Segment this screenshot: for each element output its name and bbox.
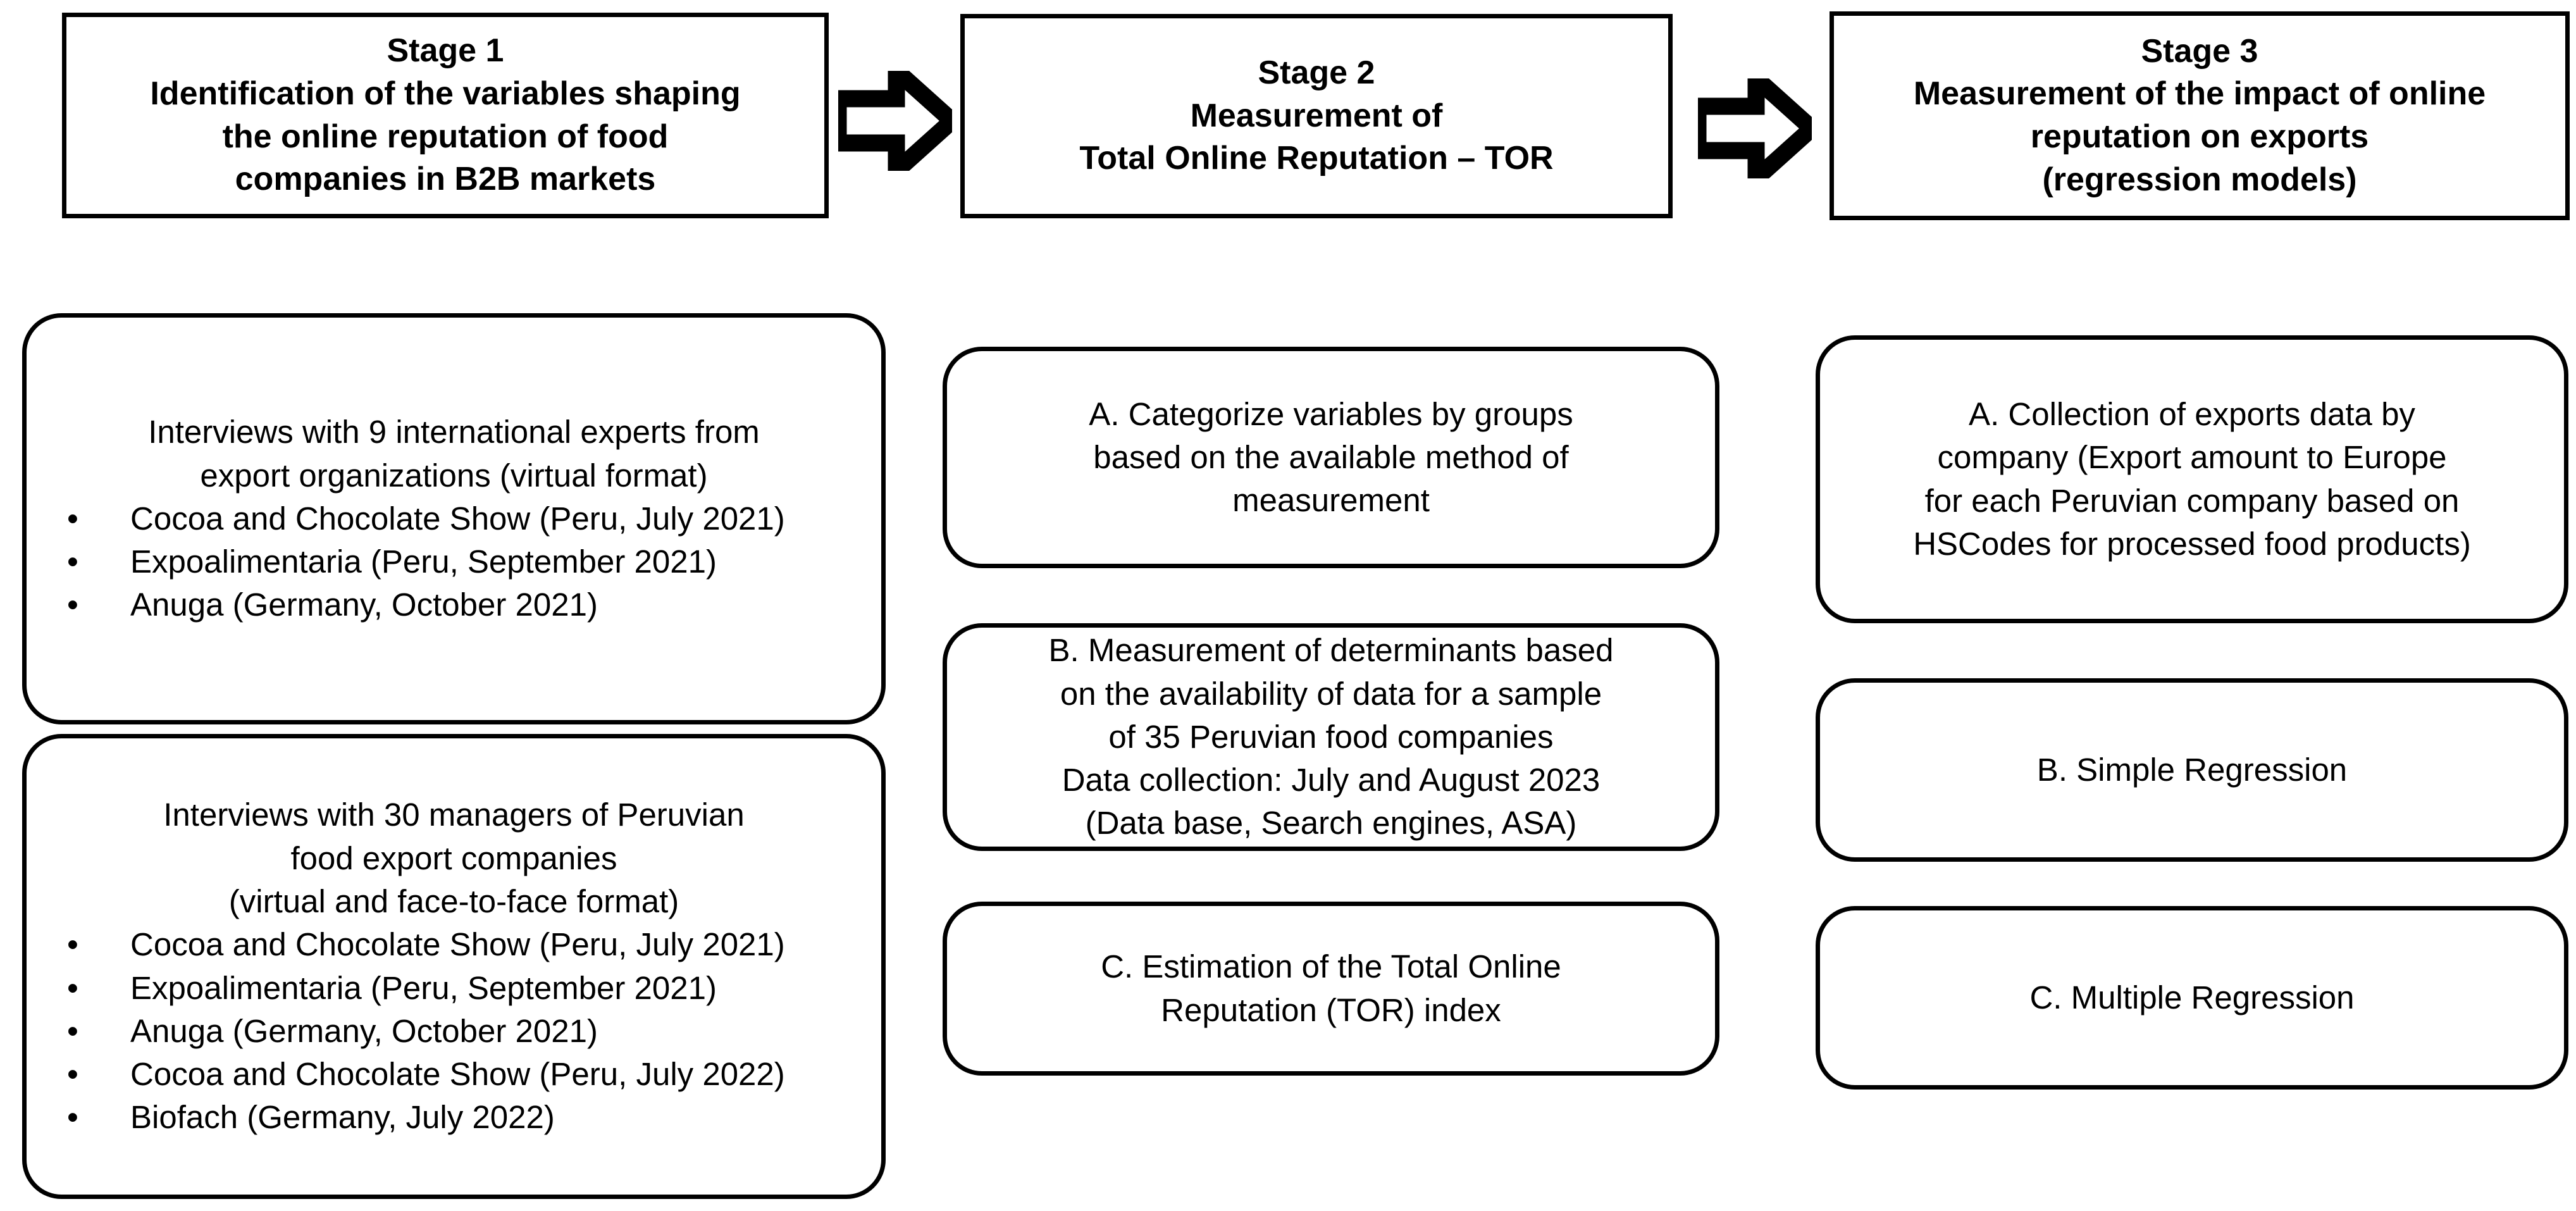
list-item: • Biofach (Germany, July 2022) (27, 1096, 881, 1139)
stage-2-to-3-arrow (1689, 59, 1825, 198)
list-item: • Anuga (Germany, October 2021) (27, 1010, 881, 1053)
stage-1-line-2: Identification of the variables shaping (150, 75, 741, 112)
stage-1-box: Stage 1 Identification of the variables … (62, 13, 829, 218)
bullet-icon: • (67, 1099, 78, 1136)
bullet-icon: • (67, 926, 78, 963)
list-item: • Expoalimentaria (Peru, September 2021) (27, 540, 881, 583)
card-2a-heading: A. Categorize variables by groups based … (1089, 395, 1573, 519)
card-1b-bullet-list: • Cocoa and Chocolate Show (Peru, July 20… (27, 923, 881, 1140)
card-1a-bullet-list: • Cocoa and Chocolate Show (Peru, July 20… (27, 497, 881, 627)
stage-1-line-1: Stage 1 (387, 32, 504, 70)
card-1b-heading: Interviews with 30 managers of Peruvian … (163, 797, 745, 919)
list-item: • Cocoa and Chocolate Show (Peru, July 20… (27, 1053, 881, 1096)
stage-3-box: Stage 3 Measurement of the impact of onl… (1830, 11, 2570, 220)
card-3a-heading: A. Collection of exports data by company… (1913, 395, 2471, 562)
card-tor-estimation: C. Estimation of the Total Online Reputa… (943, 902, 1719, 1076)
card-multiple-regression: C. Multiple Regression (1816, 906, 2568, 1090)
card-1a-heading: Interviews with 9 international experts … (148, 414, 760, 494)
bullet-icon: • (67, 1056, 78, 1093)
stage-2-line-2: Measurement of (1190, 97, 1443, 134)
stage-3-line-2: Measurement of the impact of online (1913, 75, 2486, 113)
card-3b-heading: B. Simple Regression (2036, 751, 2348, 788)
card-interviews-managers: Interviews with 30 managers of Peruvian … (22, 734, 886, 1199)
stage-3-line-4: (regression models) (2042, 161, 2357, 198)
list-item: • Anuga (Germany, October 2021) (27, 583, 881, 626)
stage-1-line-3: the online reputation of food (222, 118, 669, 155)
list-item: • Expoalimentaria (Peru, September 2021) (27, 967, 881, 1010)
stage-3-line-1: Stage 3 (2141, 32, 2258, 70)
stage-1-line-4: companies in B2B markets (235, 161, 656, 198)
card-interviews-experts: Interviews with 9 international experts … (22, 313, 886, 724)
card-categorize-variables: A. Categorize variables by groups based … (943, 347, 1719, 568)
list-item-label: Expoalimentaria (Peru, September 2021) (130, 969, 717, 1006)
bullet-icon: • (67, 1012, 78, 1049)
list-item-label: Biofach (Germany, July 2022) (130, 1099, 555, 1136)
bullet-icon: • (67, 500, 78, 537)
bullet-icon: • (67, 543, 78, 580)
stage-2-line-1: Stage 2 (1258, 54, 1375, 92)
card-2b-heading: B. Measurement of determinants based on … (1048, 632, 1614, 841)
list-item-label: Cocoa and Chocolate Show (Peru, July 202… (130, 1056, 785, 1093)
stage-2-line-3: Total Online Reputation – TOR (1079, 140, 1554, 177)
stage-3-line-3: reputation on exports (2030, 118, 2369, 155)
stage-2-box: Stage 2 Measurement of Total Online Repu… (960, 14, 1673, 218)
list-item: • Cocoa and Chocolate Show (Peru, July 20… (27, 923, 881, 966)
card-simple-regression: B. Simple Regression (1816, 678, 2568, 862)
card-2c-heading: C. Estimation of the Total Online Reputa… (1101, 948, 1561, 1028)
bullet-icon: • (67, 969, 78, 1006)
list-item-label: Anuga (Germany, October 2021) (130, 587, 598, 623)
list-item-label: Expoalimentaria (Peru, September 2021) (130, 543, 717, 580)
stage-1-to-2-arrow (829, 51, 965, 190)
list-item-label: Cocoa and Chocolate Show (Peru, July 202… (130, 500, 785, 537)
list-item-label: Cocoa and Chocolate Show (Peru, July 202… (130, 926, 785, 963)
list-item: • Cocoa and Chocolate Show (Peru, July 20… (27, 497, 881, 540)
list-item-label: Anuga (Germany, October 2021) (130, 1012, 598, 1049)
card-exports-data-collection: A. Collection of exports data by company… (1816, 335, 2568, 623)
card-3c-heading: C. Multiple Regression (2029, 979, 2355, 1015)
card-measurement-determinants: B. Measurement of determinants based on … (943, 623, 1719, 851)
bullet-icon: • (67, 587, 78, 623)
